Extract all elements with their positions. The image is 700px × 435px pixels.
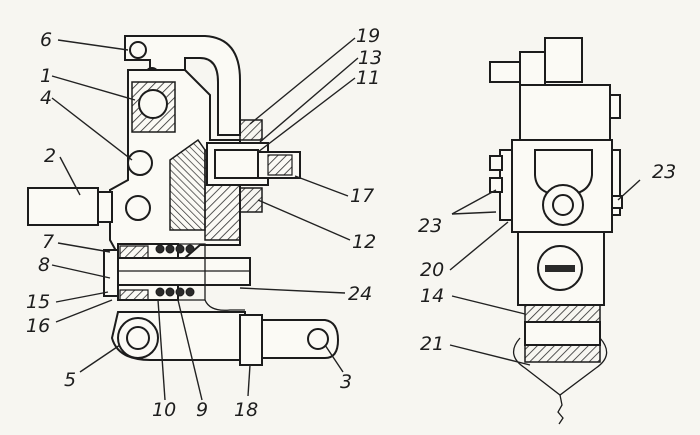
label-23-left: 23 [418, 215, 442, 237]
label-20: 20 [420, 259, 444, 281]
label-11: 11 [356, 67, 380, 89]
label-4: 4 [40, 87, 52, 109]
label-7: 7 [42, 231, 54, 253]
spring [155, 244, 195, 297]
label-23-right: 23 [652, 161, 676, 183]
label-17: 17 [350, 185, 374, 207]
label-5: 5 [64, 369, 76, 391]
left-section-view [27, 35, 340, 366]
label-16: 16 [26, 315, 50, 337]
label-8: 8 [38, 254, 50, 276]
label-6: 6 [40, 29, 52, 51]
part-labels: 6 1 4 2 7 8 15 16 5 10 9 18 3 24 12 17 1… [26, 25, 676, 421]
label-18: 18 [234, 399, 258, 421]
label-21: 21 [420, 333, 444, 355]
label-14: 14 [420, 285, 444, 307]
label-15: 15 [26, 291, 50, 313]
label-1: 1 [40, 65, 52, 87]
leader-lines [51, 37, 641, 401]
label-10: 10 [152, 399, 176, 421]
right-front-view [489, 37, 623, 425]
label-24: 24 [348, 283, 372, 305]
label-9: 9 [196, 399, 208, 421]
label-3: 3 [340, 371, 352, 393]
label-2: 2 [44, 145, 56, 167]
label-12: 12 [352, 231, 376, 253]
label-13: 13 [358, 47, 382, 69]
label-19: 19 [356, 25, 380, 47]
